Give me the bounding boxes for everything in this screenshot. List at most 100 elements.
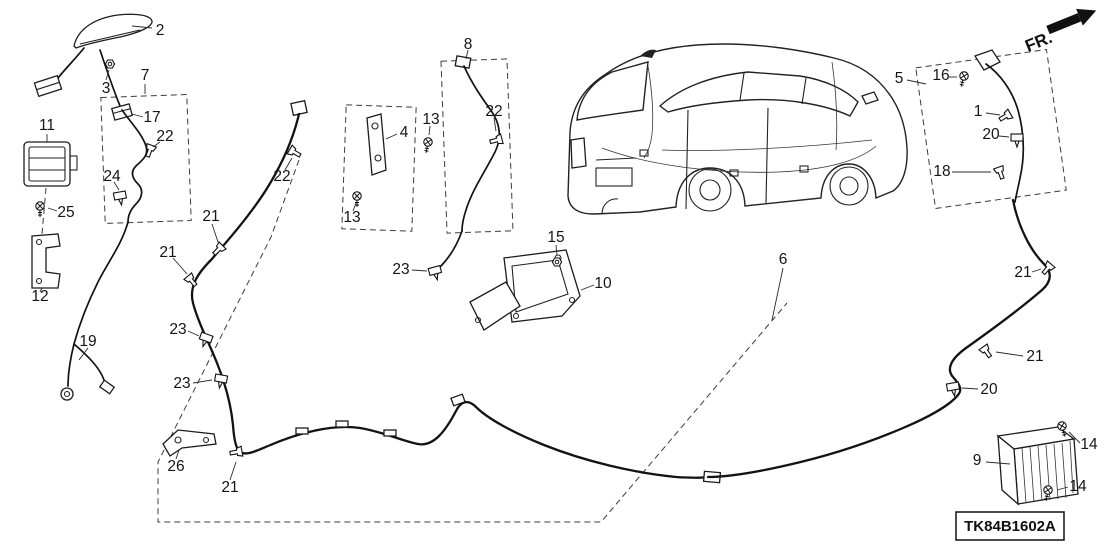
amplifier-side-face (997, 434, 1019, 506)
callout-14-b: 14 (1069, 478, 1087, 495)
clamp-icon (1010, 133, 1024, 148)
tailgate-handle-line (595, 157, 637, 161)
b-pillar-line (739, 72, 745, 101)
screw-icon (352, 191, 362, 208)
front-pillar-harness-line (831, 61, 838, 151)
sub-cord-coil (121, 109, 148, 223)
callout-25: 25 (57, 204, 74, 221)
rear-wheel-hub (699, 179, 721, 201)
callout-23-a: 23 (169, 321, 186, 338)
side-crease-line (661, 139, 873, 151)
bracket-hole (512, 312, 520, 320)
antenna-fin-base-line (79, 29, 141, 45)
bracket-hole (474, 316, 482, 324)
roof-antenna-mark (640, 49, 656, 58)
connector-17 (110, 103, 134, 121)
roof-antenna-assembly (33, 13, 153, 107)
sub-cord8-cable (461, 65, 501, 232)
callout-6: 6 (779, 251, 788, 268)
pillar-harness-line (643, 65, 654, 159)
amplifier-fins (1021, 440, 1074, 504)
callout-11: 11 (39, 117, 55, 134)
callout-17: 17 (143, 109, 160, 126)
part6-boundary (157, 159, 788, 523)
main-antenna-cable (190, 112, 710, 479)
bracket-10-flange (469, 281, 521, 331)
main-antenna-cable-group (162, 99, 722, 484)
front-wheel-hub (839, 176, 859, 196)
callout-5: 5 (895, 70, 904, 87)
front-wheel (829, 166, 869, 206)
screw-icon (956, 70, 970, 89)
clamp-icon (112, 190, 129, 207)
floor-harness-line (601, 145, 877, 173)
callout-26: 26 (167, 458, 184, 475)
callout-23-b: 23 (173, 375, 190, 392)
part8-boundary (440, 58, 514, 234)
antenna-feeder-lead (99, 49, 121, 107)
leader-lines (39, 25, 1081, 491)
cable-tape-marker (295, 427, 309, 435)
diagram-code-box: TK84B1602A (955, 511, 1065, 541)
bracket-hole (371, 122, 379, 130)
clip-icon (488, 133, 504, 148)
code-frame (955, 511, 1065, 541)
fr-arrow-icon (1046, 8, 1097, 35)
taillight (570, 137, 587, 169)
clamp-icon (427, 265, 444, 282)
clip-icon (996, 108, 1014, 125)
nut-icon (104, 59, 116, 69)
fr-direction-indicator: FR. (1022, 8, 1097, 56)
license-plate-area (595, 167, 633, 187)
harness-connector-mark (639, 149, 649, 157)
callout-21-e: 21 (1026, 348, 1043, 365)
bracket-26 (162, 429, 217, 457)
callout-2: 2 (156, 22, 165, 39)
bracket-10-group (469, 249, 581, 331)
callout-18: 18 (933, 163, 950, 180)
sub-cord8-tail (439, 230, 463, 268)
part7-boundary (100, 94, 192, 224)
callout-21-d: 21 (1014, 264, 1031, 281)
callout-10: 10 (594, 275, 612, 292)
sub-cord-branch (73, 343, 105, 381)
diagram-code: TK84B1602A (964, 518, 1056, 535)
bracket-hole (568, 296, 576, 304)
ring-terminal (60, 387, 74, 401)
far-wheel-arc (601, 198, 619, 215)
callout-8: 8 (464, 36, 473, 53)
nut-icon (551, 257, 563, 267)
callout-23-c: 23 (392, 261, 409, 278)
bracket-hole (374, 154, 382, 162)
callout-21-a: 21 (202, 208, 219, 225)
callout-21-c: 21 (221, 479, 238, 496)
tuner-module-11 (23, 141, 78, 187)
callout-labels: 2 3 7 11 17 22 24 25 12 19 21 21 23 23 2… (31, 22, 1098, 496)
callout-12: 12 (31, 288, 48, 305)
bracket-4-plate (366, 113, 387, 176)
feeder-cable-6-group (706, 198, 1056, 479)
vehicle-illustration (567, 43, 908, 215)
callout-21-b: 21 (159, 244, 176, 261)
callout-14-a: 14 (1080, 436, 1098, 453)
c-pillar-line (801, 77, 807, 105)
door-mirror (861, 91, 879, 105)
callout-1: 1 (974, 103, 983, 120)
callout-19: 19 (79, 333, 96, 350)
clip-icon (993, 165, 1008, 181)
screw-icon (421, 136, 434, 155)
callout-7: 7 (141, 67, 150, 84)
antenna-lead-wire (57, 47, 85, 79)
branch-connector (98, 379, 116, 395)
antenna-fin (73, 13, 153, 49)
cable-tape-marker (335, 420, 349, 428)
clip-icon (286, 144, 304, 161)
callout-22-b: 22 (273, 168, 290, 185)
side-windows (658, 71, 859, 117)
callout-9: 9 (973, 452, 982, 469)
cable-tape-marker (383, 429, 397, 437)
callout-22-a: 22 (156, 128, 173, 145)
harness-connector-mark (799, 165, 809, 173)
rear-wheel (688, 168, 732, 212)
